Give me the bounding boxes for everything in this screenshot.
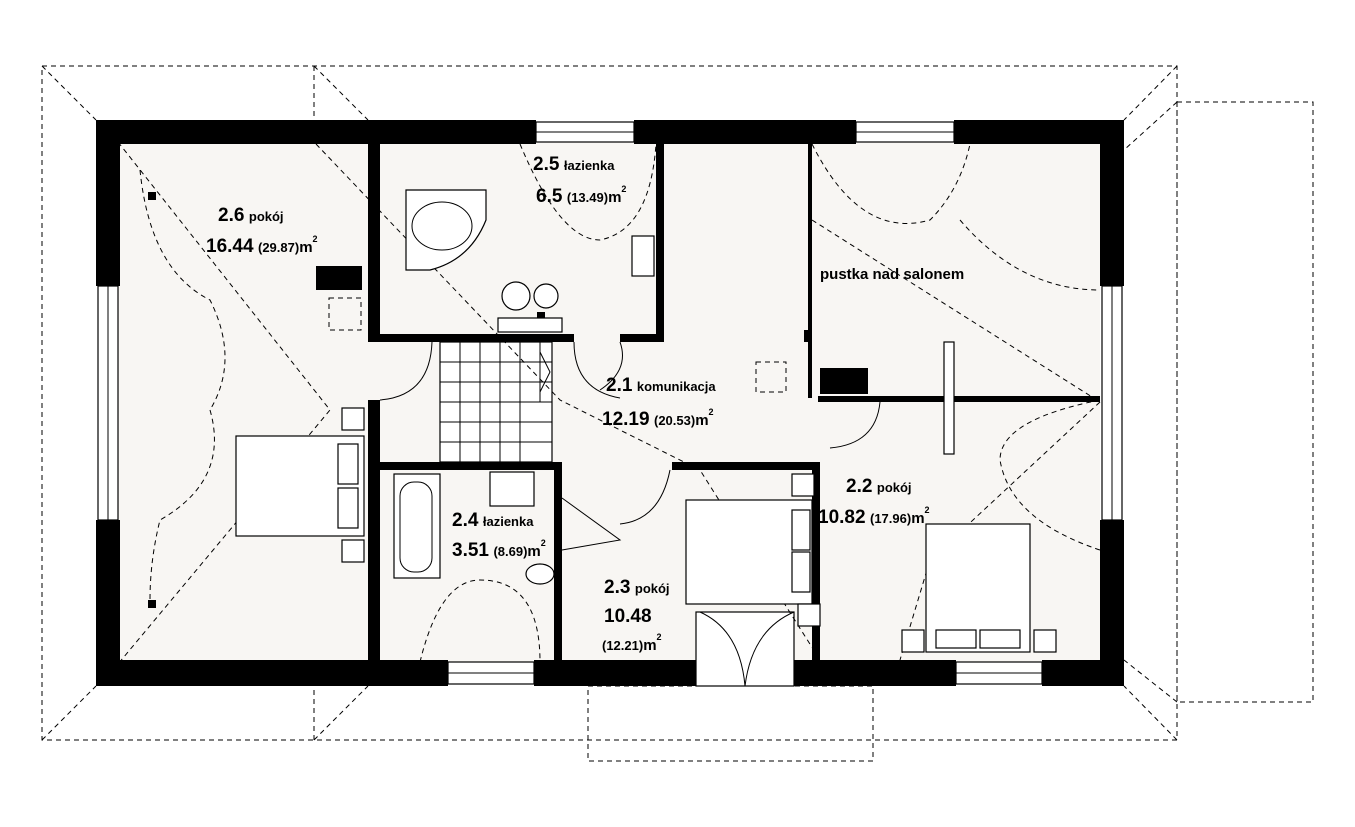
svg-text:2.1 komunikacja: 2.1 komunikacja [606, 375, 716, 396]
beds [235, 341, 1057, 653]
svg-text:3.51 (8.69)m2: 3.51 (8.69)m2 [452, 538, 546, 561]
svg-text:(12.21)m2: (12.21)m2 [602, 632, 662, 654]
svg-text:2.6 pokój: 2.6 pokój [218, 205, 284, 226]
svg-text:2.4 łazienka: 2.4 łazienka [452, 510, 534, 531]
room-label-2-2: 2.2 pokój 10.82 (17.96)m2 [818, 476, 930, 528]
svg-text:10.82 (17.96)m2: 10.82 (17.96)m2 [818, 505, 930, 528]
svg-text:2.3 pokój: 2.3 pokój [604, 577, 670, 598]
svg-text:2.2 pokój: 2.2 pokój [846, 476, 912, 497]
windows [97, 121, 1123, 687]
bathroom-fixtures [393, 235, 655, 585]
svg-text:10.48: 10.48 [604, 606, 652, 627]
chimneys [148, 192, 868, 608]
room-label-2-3: 2.3 pokój 10.48 (12.21)m2 [602, 577, 670, 654]
room-label-2-5: 2.5 łazienka 6.5 (13.49)m2 [533, 154, 626, 207]
interior-walls [368, 142, 1100, 662]
room-label-2-4: 2.4 łazienka 3.51 (8.69)m2 [452, 510, 546, 561]
room-label-2-1: 2.1 komunikacja 12.19 (20.53)m2 [602, 375, 716, 430]
svg-text:16.44 (29.87)m2: 16.44 (29.87)m2 [206, 234, 318, 257]
door-swings [379, 341, 881, 687]
room-label-2-6: 2.6 pokój 16.44 (29.87)m2 [206, 205, 318, 257]
void-label: pustka nad salonem [820, 266, 964, 283]
roof-outline [41, 65, 1314, 762]
svg-text:2.5 łazienka: 2.5 łazienka [533, 154, 615, 175]
bathtub-corner [405, 189, 487, 271]
exterior-walls [96, 120, 1124, 686]
staircase [439, 341, 553, 463]
svg-text:12.19 (20.53)m2: 12.19 (20.53)m2 [602, 407, 714, 430]
svg-text:6.5 (13.49)m2: 6.5 (13.49)m2 [536, 184, 626, 207]
